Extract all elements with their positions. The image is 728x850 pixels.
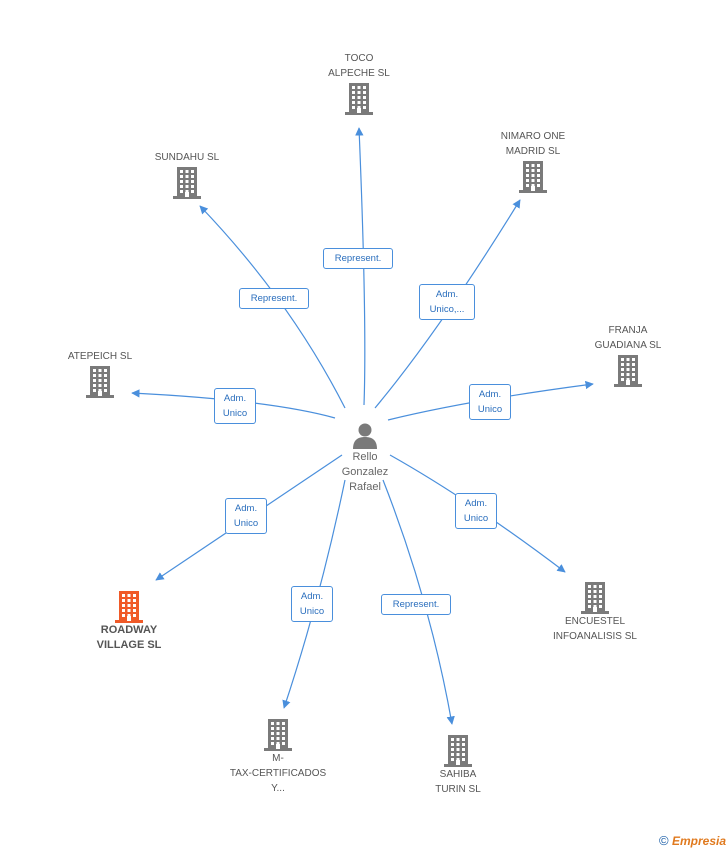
company-label: ENCUESTEL INFOANALISIS SL — [553, 616, 637, 642]
copyright-icon: © — [659, 833, 669, 848]
company-label: M- TAX-CERTIFICADOS Y... — [229, 753, 327, 794]
company-label: ROADWAY VILLAGE SL — [96, 624, 162, 651]
company-label: SAHIBA TURIN SL — [435, 769, 481, 795]
company-label: TOCO ALPECHE SL — [328, 53, 390, 79]
relation-label-mtax[interactable]: Adm. Unico — [291, 586, 333, 622]
company-label: FRANJA GUADIANA SL — [594, 325, 662, 351]
footer-brand: © Empresia — [659, 833, 726, 848]
company-node-mtax[interactable]: M- TAX-CERTIFICADOS Y... — [213, 717, 343, 796]
company-node-sahiba[interactable]: SAHIBA TURIN SL — [403, 733, 513, 797]
company-label: SUNDAHU SL — [154, 152, 220, 163]
relation-label-roadway[interactable]: Adm. Unico — [225, 498, 267, 534]
building-icon — [213, 717, 343, 751]
company-label: ATEPEICH SL — [67, 351, 133, 362]
company-node-nimaro[interactable]: NIMARO ONE MADRID SL — [478, 129, 588, 193]
company-label: NIMARO ONE MADRID SL — [500, 131, 566, 157]
building-icon — [478, 159, 588, 193]
building-icon — [132, 165, 242, 199]
relation-label-atepeich[interactable]: Adm. Unico — [214, 388, 256, 424]
relation-label-sundahu[interactable]: Represent. — [239, 287, 309, 309]
building-icon — [573, 353, 683, 387]
company-node-franja[interactable]: FRANJA GUADIANA SL — [573, 323, 683, 387]
company-node-atepeich[interactable]: ATEPEICH SL — [45, 349, 155, 398]
brand-logo: Empresia — [671, 834, 726, 848]
building-icon — [74, 589, 184, 623]
relation-label-franja[interactable]: Adm. Unico — [469, 384, 511, 420]
relation-label-nimaro[interactable]: Adm. Unico,... — [419, 284, 475, 320]
person-icon — [353, 423, 377, 449]
relation-label-encuestel[interactable]: Adm. Unico — [455, 493, 497, 529]
company-node-toco[interactable]: TOCO ALPECHE SL — [304, 51, 414, 115]
company-node-sundahu[interactable]: SUNDAHU SL — [132, 150, 242, 199]
edge-toco — [355, 127, 366, 406]
person-name: Rello Gonzalez Rafael — [341, 451, 389, 493]
company-node-encuestel[interactable]: ENCUESTEL INFOANALISIS SL — [530, 580, 660, 644]
relation-label-sahiba[interactable]: Represent. — [381, 593, 451, 615]
building-icon — [304, 81, 414, 115]
relation-label-toco[interactable]: Represent. — [323, 247, 393, 269]
company-node-roadway[interactable]: ROADWAY VILLAGE SL — [74, 589, 184, 653]
building-icon — [530, 580, 660, 614]
person-node[interactable]: Rello Gonzalez Rafael — [320, 420, 410, 495]
building-icon — [45, 364, 155, 398]
building-icon — [403, 733, 513, 767]
